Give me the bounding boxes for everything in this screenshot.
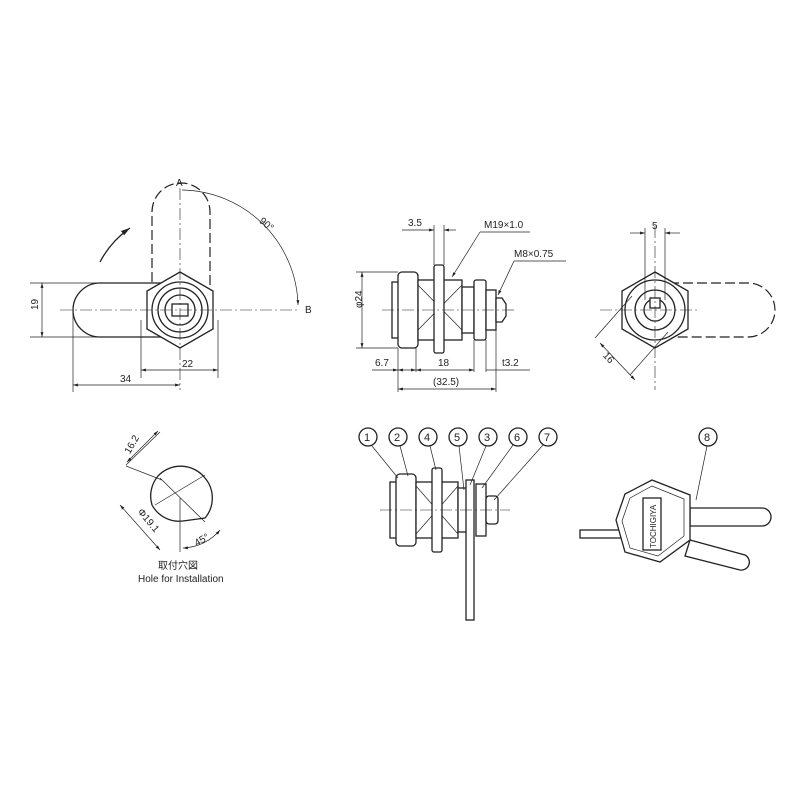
key-brand: TOCHIGIYA <box>649 504 658 548</box>
hole-title-jp: 取付穴図 <box>158 559 198 572</box>
hole-dim-flat: 16.2 <box>123 433 142 456</box>
thread-main: M19×1.0 <box>484 220 524 231</box>
label-b: B <box>305 305 312 316</box>
front-view: A B 90° 19 22 34 <box>30 178 312 392</box>
balloon-4: 4 <box>418 427 438 471</box>
balloon-3: 3 <box>469 427 498 486</box>
dim-body: 18 <box>438 358 450 369</box>
balloon-6: 6 <box>481 427 528 489</box>
balloon-8: 8 <box>704 432 710 444</box>
thread-small: M8×0.75 <box>514 249 554 260</box>
svg-text:3: 3 <box>484 432 490 444</box>
dim-diameter: φ24 <box>354 290 365 308</box>
svg-text:1: 1 <box>364 432 370 444</box>
dim-cam-thickness: t3.2 <box>502 358 519 369</box>
svg-text:4: 4 <box>424 432 430 444</box>
svg-text:6: 6 <box>514 432 520 444</box>
hole-title-en: Hole for Installation <box>138 574 224 585</box>
cam-rotated-position <box>151 182 211 310</box>
part-balloons: 1 2 4 5 3 6 7 <box>358 427 558 501</box>
svg-text:7: 7 <box>544 432 550 444</box>
angle-label: 90° <box>257 216 276 234</box>
balloon-1: 1 <box>358 427 399 479</box>
balloon-7: 7 <box>493 427 558 501</box>
dim-length: 34 <box>120 374 132 385</box>
dim-flange: 3.5 <box>408 218 422 229</box>
balloon-5: 5 <box>448 427 468 491</box>
installation-hole: 16.2 Φ19.1 45° 取付穴図 Hole for Installatio… <box>119 430 224 585</box>
exploded-assembly <box>380 467 510 621</box>
svg-text:2: 2 <box>394 432 400 444</box>
svg-text:5: 5 <box>454 432 460 444</box>
dim-cam-width: 16 <box>600 350 616 366</box>
side-view: φ24 3.5 M19×1.0 M8×0.75 6.7 18 t3.2 (32.… <box>354 218 566 392</box>
dim-height: 19 <box>30 298 41 310</box>
dim-head: 6.7 <box>375 358 389 369</box>
dim-slot: 5 <box>652 221 658 232</box>
hole-dim-diameter: Φ19.1 <box>135 507 161 535</box>
dim-total: (32.5) <box>433 377 459 388</box>
keys: TOCHIGIYA 8 <box>579 427 772 571</box>
label-a: A <box>176 178 183 189</box>
dim-hex: 22 <box>182 359 194 370</box>
balloon-2: 2 <box>388 427 409 477</box>
rear-view: 5 16 <box>594 221 776 390</box>
